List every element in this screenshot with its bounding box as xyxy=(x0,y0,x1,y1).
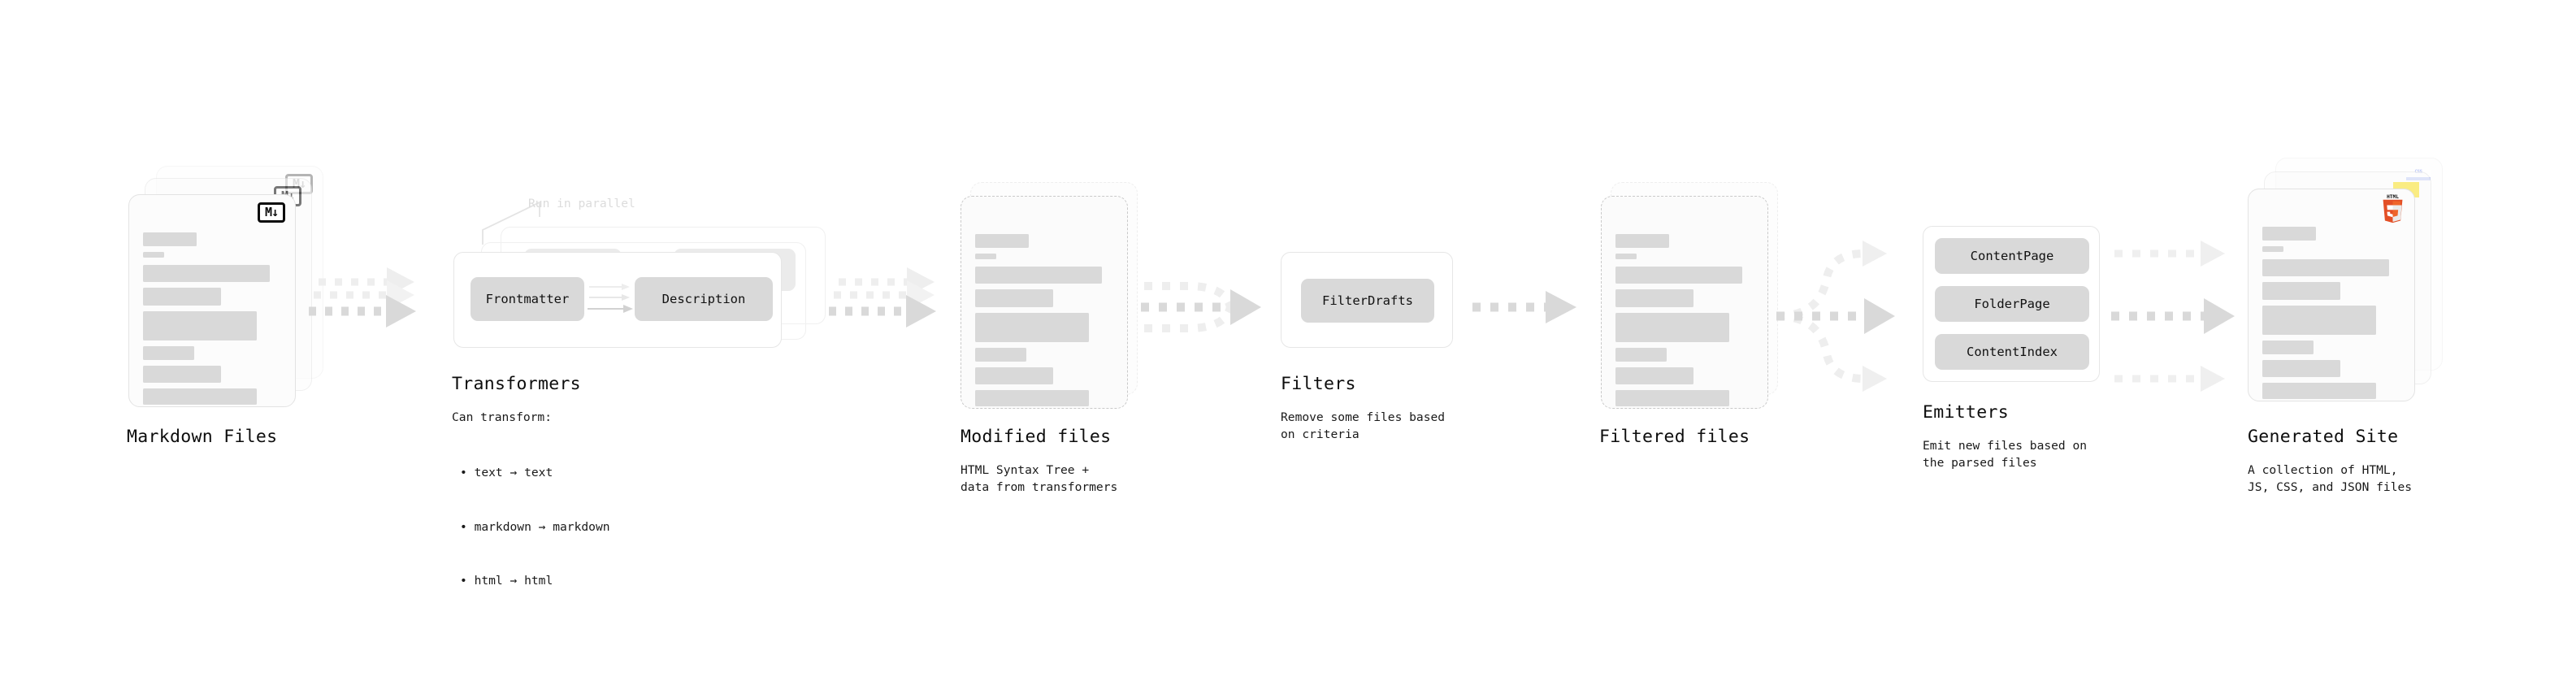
html5-icon: HTML xyxy=(2383,194,2403,223)
skeleton-bar xyxy=(143,288,221,306)
transformer-chip-label: Description xyxy=(661,292,746,306)
transformer-inner-arrows xyxy=(588,284,633,313)
emitter-chip-label: FolderPage xyxy=(1974,297,2050,311)
generated-site-subtitle: A collection of HTML, JS, CSS, and JSON … xyxy=(2248,463,2413,495)
skeleton-bar xyxy=(1615,234,1669,248)
page-title-markdown-files: Markdown Files xyxy=(127,427,278,447)
run-in-parallel-note: Run in parallel xyxy=(528,197,635,210)
markdown-badge: M↓ xyxy=(258,202,285,223)
skeleton-bars xyxy=(143,218,284,410)
markdown-file-card-front[interactable]: M↓ xyxy=(128,194,296,407)
skeleton-bar xyxy=(2262,340,2314,354)
skeleton-bar xyxy=(143,252,164,258)
transformers-bullets: • text → text • markdown → markdown • ht… xyxy=(460,428,610,627)
transformer-panel-front[interactable]: Frontmatter Description xyxy=(453,252,782,348)
skeleton-bar xyxy=(1615,348,1667,362)
arrowhead xyxy=(1546,291,1576,323)
site-file-card-front[interactable]: HTML xyxy=(2248,189,2415,401)
skeleton-bar xyxy=(1615,313,1729,342)
arrowhead xyxy=(2204,298,2235,334)
skeleton-bars xyxy=(2262,212,2403,405)
skeleton-bar xyxy=(2262,383,2376,399)
skeleton-bar xyxy=(1615,254,1637,259)
connector-transformers-to-modified xyxy=(829,267,936,327)
page-title-filtered-files: Filtered files xyxy=(1599,427,1750,447)
modified-file-card-front[interactable] xyxy=(961,196,1128,409)
list-item: • markdown → markdown xyxy=(460,519,610,534)
transformer-chip-description[interactable]: Description xyxy=(635,277,773,321)
transformer-chip-frontmatter[interactable]: Frontmatter xyxy=(471,277,584,321)
page-title-transformers: Transformers xyxy=(452,374,581,394)
arrowhead xyxy=(1863,366,1887,392)
page-title-emitters: Emitters xyxy=(1923,402,2009,423)
transformers-subtitle: Can transform: xyxy=(452,410,553,424)
skeleton-bar xyxy=(1615,367,1693,384)
emitter-chip-contentindex[interactable]: ContentIndex xyxy=(1935,334,2089,370)
modified-files-subtitle: HTML Syntax Tree + data from transformer… xyxy=(961,463,1118,495)
transformer-chip-label: Frontmatter xyxy=(485,292,570,306)
skeleton-bar xyxy=(143,346,194,360)
filter-chip-label: FilterDrafts xyxy=(1322,293,1413,308)
skeleton-bar xyxy=(143,388,257,405)
skeleton-bar xyxy=(2262,306,2376,335)
page-title-filters: Filters xyxy=(1281,374,1356,394)
skeleton-bar xyxy=(143,311,257,340)
svg-text:HTML: HTML xyxy=(2387,194,2399,200)
parallel-bracket xyxy=(482,201,540,245)
skeleton-bar xyxy=(143,366,221,383)
arrowhead xyxy=(2201,366,2225,392)
connector-filtered-to-emitters xyxy=(1776,241,1895,392)
emitters-subtitle: Emit new files based on the parsed files xyxy=(1923,439,2088,471)
skeleton-bar xyxy=(1615,289,1693,307)
filters-panel[interactable]: FilterDrafts xyxy=(1281,252,1453,348)
skeleton-bars xyxy=(975,219,1116,412)
connector-modified-to-filters xyxy=(1141,282,1261,332)
emitter-chip-label: ContentIndex xyxy=(1967,345,2058,359)
filter-chip-filterdrafts[interactable]: FilterDrafts xyxy=(1301,279,1434,323)
arrowhead xyxy=(2201,241,2225,267)
skeleton-bar xyxy=(2262,259,2389,276)
skeleton-bar xyxy=(1615,267,1742,284)
skeleton-bar xyxy=(975,254,996,259)
filters-subtitle: Remove some files based on criteria xyxy=(1281,410,1446,442)
page-title-modified-files: Modified files xyxy=(961,427,1112,447)
emitter-chip-folderpage[interactable]: FolderPage xyxy=(1935,286,2089,322)
skeleton-bar xyxy=(143,265,270,282)
skeleton-bar xyxy=(975,390,1089,406)
arrowhead xyxy=(906,295,936,327)
skeleton-bar xyxy=(975,289,1053,307)
page-title-generated-site: Generated Site xyxy=(2248,427,2399,447)
skeleton-bar xyxy=(1615,390,1729,406)
skeleton-bar xyxy=(143,232,197,246)
list-item: • html → html xyxy=(460,574,553,588)
skeleton-bar xyxy=(975,313,1089,342)
skeleton-bar xyxy=(2262,227,2316,241)
skeleton-bar xyxy=(2262,282,2340,300)
arrowhead xyxy=(1864,298,1895,334)
arrowhead xyxy=(386,295,416,327)
connector-filters-to-filtered xyxy=(1472,291,1576,323)
skeleton-bar xyxy=(975,367,1053,384)
emitters-panel[interactable]: ContentPage FolderPage ContentIndex xyxy=(1923,226,2100,382)
emitter-chip-contentpage[interactable]: ContentPage xyxy=(1935,238,2089,274)
connector-md-to-transformers xyxy=(309,267,416,327)
list-item: • text → text xyxy=(460,466,553,480)
arrowhead xyxy=(1863,241,1887,267)
skeleton-bar xyxy=(2262,360,2340,377)
skeleton-bar xyxy=(975,348,1026,362)
skeleton-bars xyxy=(1615,219,1756,412)
skeleton-bar xyxy=(2262,246,2283,252)
connector-emitters-to-site xyxy=(2111,241,2235,392)
skeleton-bar xyxy=(975,234,1029,248)
skeleton-bar xyxy=(975,267,1102,284)
filtered-file-card-front[interactable] xyxy=(1601,196,1768,409)
arrowhead xyxy=(1230,289,1261,325)
emitter-chip-label: ContentPage xyxy=(1970,249,2054,263)
